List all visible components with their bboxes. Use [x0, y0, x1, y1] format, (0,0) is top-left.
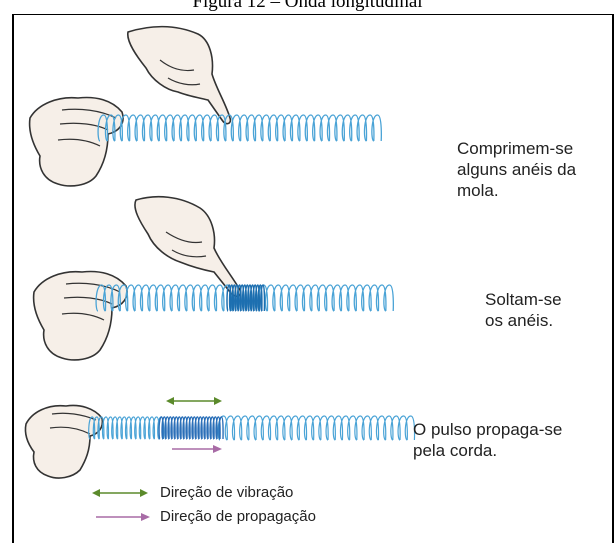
step-2-text: Soltam-se os anéis. [485, 290, 562, 330]
legend-vibration-label: Direção de vibração [160, 484, 294, 501]
figure-caption: Figura 12 – Onda longitudinal [192, 0, 423, 12]
spring-3-pulse [158, 416, 224, 440]
step-1-text: Comprimem-se alguns anéis da mola. [457, 139, 577, 200]
pointing-hand-2 [134, 195, 242, 298]
propagation-arrow [172, 445, 222, 453]
panel-2-release [32, 195, 394, 361]
step-3-text: O pulso propaga-se pela corda. [413, 420, 563, 460]
spring-2-compressed [226, 284, 266, 312]
holding-hand-3 [24, 404, 104, 479]
panel-1-compress [28, 25, 382, 187]
pointing-hand-1 [127, 25, 232, 125]
legend-arrows [92, 489, 150, 521]
spring-3 [88, 415, 416, 441]
spring-1 [97, 114, 382, 142]
spring-2 [95, 284, 394, 312]
vibration-arrow [166, 397, 222, 405]
holding-hand-1 [28, 96, 124, 187]
figure-frame [12, 14, 614, 543]
holding-hand-2 [32, 270, 128, 361]
panel-3-propagate [24, 397, 416, 479]
legend-propagation-label: Direção de propagação [160, 508, 316, 525]
